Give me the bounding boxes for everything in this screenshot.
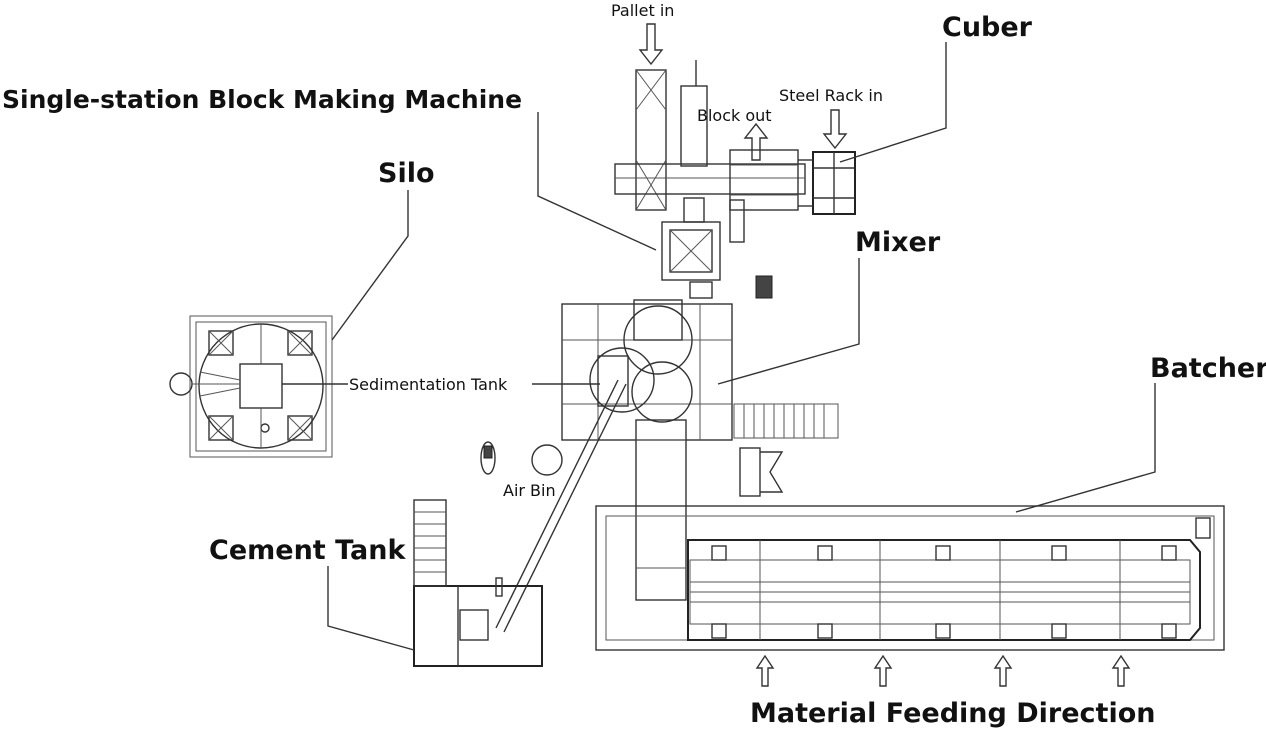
mixer-drawing: [561, 299, 839, 497]
air-bin-label: Air Bin: [503, 481, 556, 500]
batcher-drawing: [595, 505, 1225, 651]
batcher-label: Batcher: [1150, 353, 1266, 384]
sedimentation-tank-label: Sedimentation Tank: [349, 375, 508, 394]
mixer-label: Mixer: [855, 227, 941, 258]
cuber-drawing: [798, 151, 856, 215]
cement-tank-drawing: [413, 499, 543, 667]
pallet-in-label: Pallet in: [611, 1, 674, 20]
leader-lines: [282, 42, 1156, 651]
cement-tank-label: Cement Tank: [209, 535, 406, 566]
block-out-label: Block out: [697, 106, 772, 125]
silo-label: Silo: [378, 158, 435, 189]
material-feeding-direction-label: Material Feeding Direction: [750, 698, 1156, 729]
pallet-in-arrow: [638, 23, 664, 66]
material-feeding-arrows: [755, 654, 1131, 687]
block-out-arrow: [743, 122, 769, 161]
cuber-label: Cuber: [942, 12, 1033, 43]
steel-rack-in-arrow: [822, 109, 848, 150]
silo-drawing: [169, 315, 333, 458]
steel-rack-in-label: Steel Rack in: [779, 86, 883, 105]
block-machine-label: Single-station Block Making Machine: [2, 85, 522, 114]
block-machine-drawing: [614, 60, 806, 299]
